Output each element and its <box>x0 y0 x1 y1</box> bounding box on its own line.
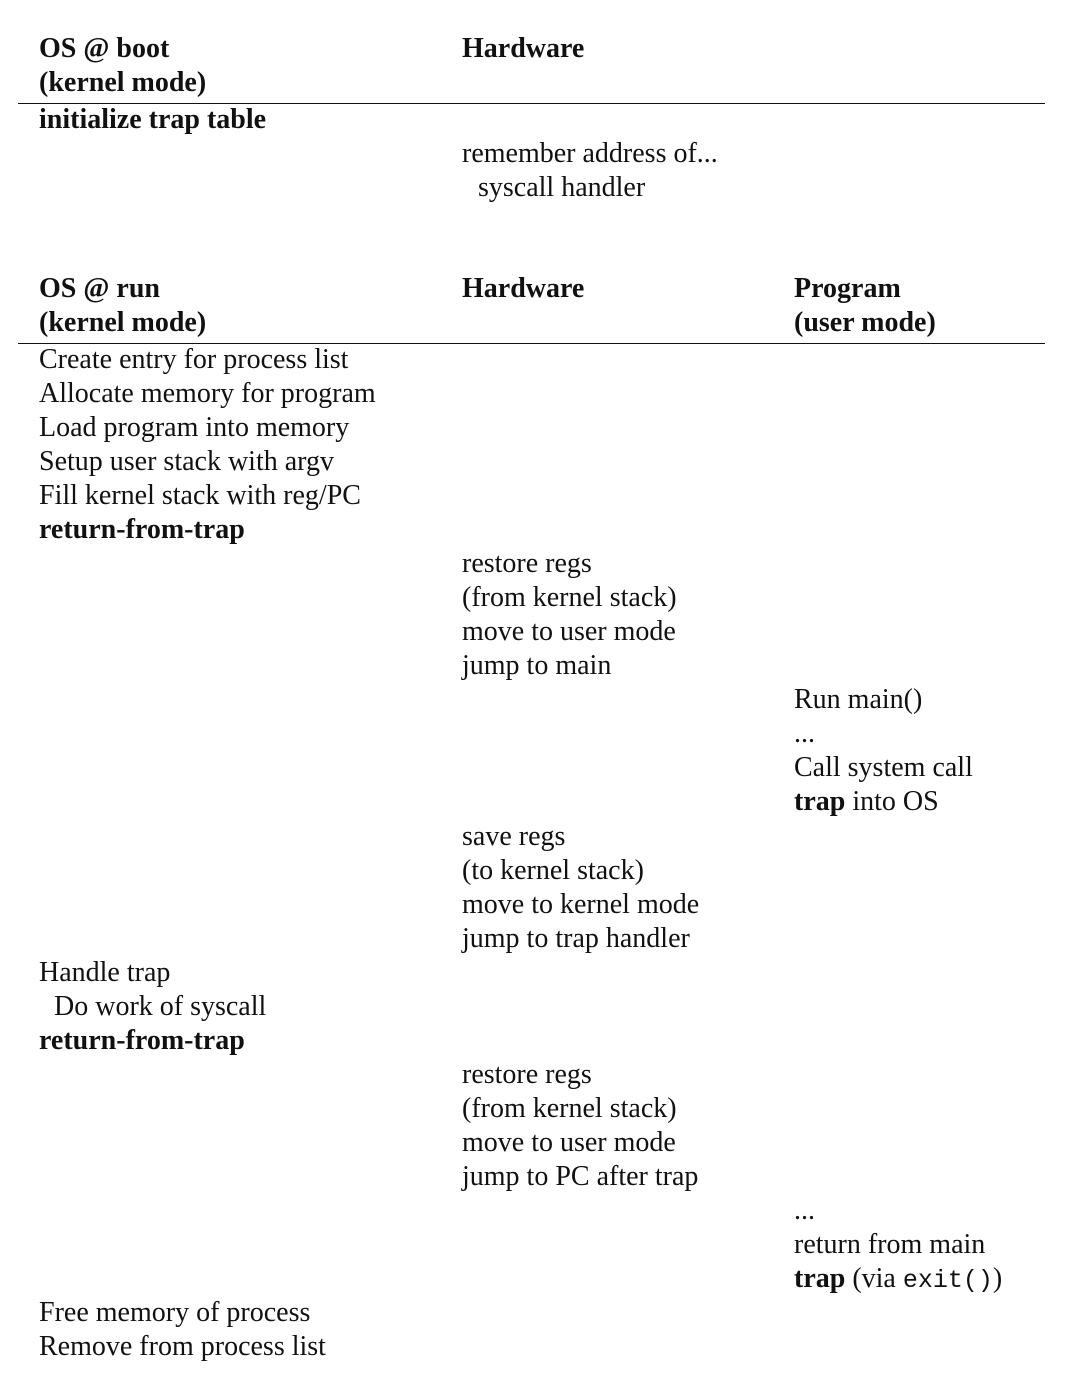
boot-hardware-header: Hardware <box>462 33 585 64</box>
prog-exit-code: exit() <box>902 1266 993 1295</box>
os-create-entry: Create entry for process list <box>39 344 349 375</box>
prog-via-close: ) <box>992 1263 1003 1294</box>
boot-os-mode: (kernel mode) <box>39 67 207 98</box>
hw-move-kernel-mode: move to kernel mode <box>462 889 700 920</box>
os-setup-stack: Setup user stack with argv <box>39 446 334 477</box>
os-return-from-trap-2: return-from-trap <box>39 1025 245 1056</box>
prog-ellipsis-2: ... <box>794 1195 815 1226</box>
hw-move-user-mode-2: move to user mode <box>462 1127 676 1158</box>
run-hardware-header: Hardware <box>462 273 585 304</box>
hw-from-kernel-stack-2: (from kernel stack) <box>462 1093 677 1124</box>
prog-ellipsis-1: ... <box>794 718 815 749</box>
hw-restore-regs-1: restore regs <box>462 548 592 579</box>
run-program-header: Program <box>794 273 901 304</box>
prog-call-syscall: Call system call <box>794 752 973 783</box>
run-header-rule <box>18 343 1045 344</box>
prog-trap-via-exit: trap (via exit()) <box>794 1262 1002 1298</box>
boot-hw-syscall-handler: syscall handler <box>478 172 646 203</box>
prog-trap-keyword-1: trap <box>794 786 846 817</box>
hw-to-kernel-stack: (to kernel stack) <box>462 855 644 886</box>
boot-os-header: OS @ boot <box>39 33 170 64</box>
os-remove-process: Remove from process list <box>39 1331 326 1362</box>
os-do-work-syscall: Do work of syscall <box>54 991 267 1022</box>
run-os-header: OS @ run <box>39 273 160 304</box>
prog-via-open: (via <box>845 1263 903 1294</box>
hw-save-regs: save regs <box>462 821 566 852</box>
hw-restore-regs-2: restore regs <box>462 1059 592 1090</box>
hw-move-user-mode-1: move to user mode <box>462 616 676 647</box>
prog-run-main: Run main() <box>794 684 923 715</box>
run-os-mode: (kernel mode) <box>39 307 207 338</box>
prog-trap-into-os-text: into OS <box>845 786 939 817</box>
boot-os-init: initialize trap table <box>39 104 267 135</box>
hw-jump-pc-after-trap: jump to PC after trap <box>462 1161 699 1192</box>
os-handle-trap: Handle trap <box>39 957 171 988</box>
run-program-mode: (user mode) <box>794 307 936 338</box>
boot-header-rule <box>18 103 1045 104</box>
hw-from-kernel-stack-1: (from kernel stack) <box>462 582 677 613</box>
os-load-program: Load program into memory <box>39 412 350 443</box>
prog-trap-into-os: trap into OS <box>794 785 939 819</box>
os-free-memory: Free memory of process <box>39 1297 311 1328</box>
os-fill-kernel-stack: Fill kernel stack with reg/PC <box>39 480 361 511</box>
boot-hw-remember: remember address of... <box>462 138 718 169</box>
prog-return-from-main: return from main <box>794 1229 986 1260</box>
hw-jump-main: jump to main <box>462 650 612 681</box>
prog-trap-keyword-2: trap <box>794 1263 846 1294</box>
os-return-from-trap-1: return-from-trap <box>39 514 245 545</box>
hw-jump-trap-handler: jump to trap handler <box>462 923 690 954</box>
os-allocate-memory: Allocate memory for program <box>39 378 376 409</box>
